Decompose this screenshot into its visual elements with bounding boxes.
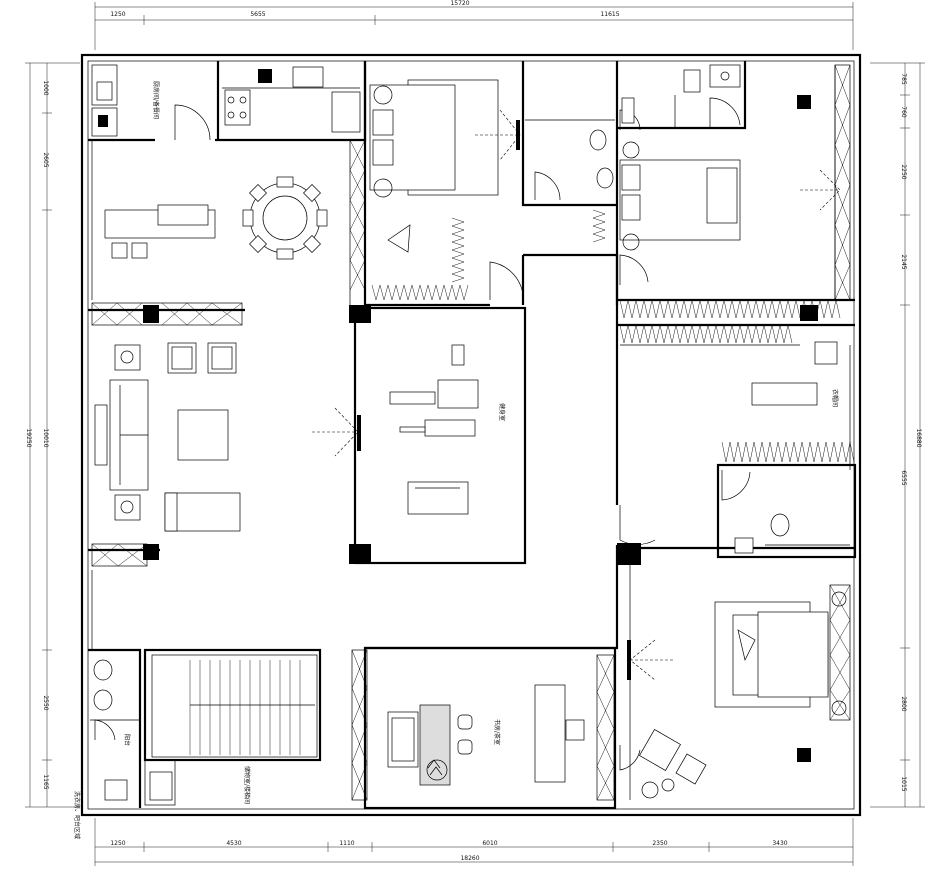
wardrobes [91,64,855,801]
gym-equipment [312,344,479,515]
dim-bottom-4: 6010 [482,840,497,847]
dim-top-1: 1250 [110,11,125,18]
wardrobe-tea-right [596,654,615,801]
dim-right-6: 2800 [900,696,907,711]
dim-bottom-2: 4530 [226,840,241,847]
stairs [149,654,318,801]
closet-room [751,341,838,406]
kitchen-fixtures [91,64,361,137]
dim-top-total: 15720 [450,0,469,7]
dim-bottom-6: 3430 [772,840,787,847]
dim-top-3: 11615 [600,11,619,18]
hanger-rail-bedroom1 [371,284,469,301]
hanger-rail-wardrobe-bath [592,209,606,243]
wardrobe-left-column [349,139,366,311]
dimension-lines [25,2,925,866]
label-gym: 健身室 [498,403,506,421]
wardrobe-tea-left [351,649,368,801]
hanger-rail-closet-middle [619,324,793,344]
label-walk-in-closet: 衣帽间 [831,389,839,407]
dim-bottom-total: 18260 [460,855,479,862]
wardrobe-living-top [91,302,243,326]
dim-right-total: 16880 [915,428,922,447]
dim-right-1: 785 [900,73,907,85]
dim-left-4: 1165 [42,774,49,789]
bottom-left-wc [93,659,128,801]
dimension-labels: 15720 1250 5655 11615 1250 4530 1110 601… [25,0,922,862]
dim-left-1: 1000 [42,80,49,95]
dim-bottom-3: 1110 [339,840,354,847]
hanger-rail-closet-bottom [721,441,855,463]
wardrobe-living-bottom [91,543,148,567]
dim-left-2: 2605 [42,152,49,167]
label-tea-study: 书房/茶室 [493,719,501,745]
hanger-rail-wardrobe-mid [451,217,465,283]
label-pantry: 厨房间/备餐间 [152,81,160,119]
bathroom-top [589,64,741,189]
wardrobe-bedroom-right [829,584,851,721]
dim-top-2: 5655 [250,11,265,18]
dim-bottom-5: 2350 [652,840,667,847]
dim-right-5: 6555 [900,470,907,485]
dim-right-2: 760 [900,106,907,118]
bathroom-middle-right [734,513,850,554]
dim-left-3: 2550 [42,695,49,710]
bedroom-top-center [369,79,521,253]
tea-study [387,684,585,786]
dining-area [104,176,328,260]
dim-bottom-1: 1250 [110,840,125,847]
label-laundry-bar: 洗衣房、吧台区域 [73,791,81,839]
dim-right-4: 2145 [900,254,907,269]
wardrobe-right-column [834,64,851,301]
bedroom-top-right [619,141,841,251]
doors [94,97,751,771]
dim-right-7: 1015 [900,776,907,791]
bedroom-bottom-right [627,591,847,799]
living-room [94,342,241,532]
room-labels: 厨房间/备餐间 健身室 衣帽间 书房/茶室 储物室/楼梯间 阳台 洗衣房、吧台区… [73,81,839,839]
dim-left-total: 19250 [25,428,32,447]
label-storage-stairs: 储物室/楼梯间 [243,766,251,804]
dim-left-middle: 10010 [42,428,49,447]
dim-right-3: 2250 [900,164,907,179]
hanger-rail-closet-top [619,299,841,319]
label-balcony: 阳台 [123,734,131,746]
